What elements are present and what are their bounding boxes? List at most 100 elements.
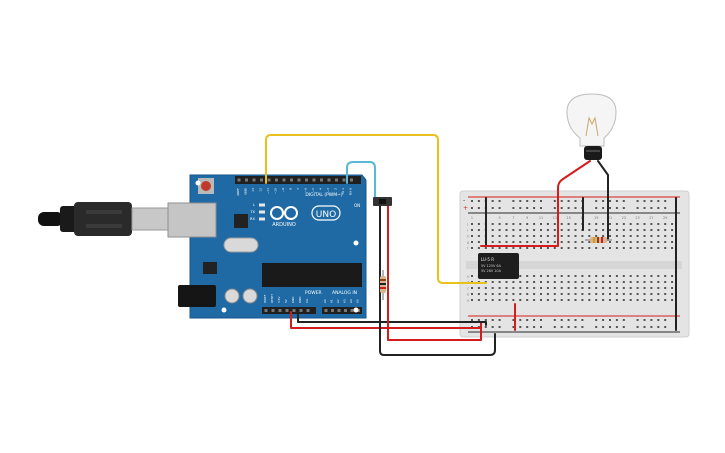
breadboard-hole[interactable]: [629, 293, 632, 295]
breadboard-hole[interactable]: [471, 229, 473, 231]
header-pin[interactable]: [357, 309, 360, 312]
breadboard-hole[interactable]: [540, 200, 542, 202]
breadboard-hole[interactable]: [602, 229, 605, 231]
breadboard-hole[interactable]: [512, 326, 515, 328]
breadboard-hole[interactable]: [560, 207, 563, 209]
breadboard-hole[interactable]: [671, 287, 674, 289]
breadboard-hole[interactable]: [477, 207, 480, 209]
reset-button[interactable]: [201, 181, 211, 191]
breadboard-hole[interactable]: [519, 247, 522, 249]
breadboard-hole[interactable]: [629, 275, 632, 277]
usb-cable[interactable]: [38, 202, 169, 236]
header-pin[interactable]: [350, 178, 353, 182]
breadboard-hole[interactable]: [609, 319, 611, 321]
breadboard-hole[interactable]: [498, 281, 501, 283]
breadboard-hole[interactable]: [477, 293, 480, 295]
breadboard-hole[interactable]: [643, 241, 646, 243]
breadboard-hole[interactable]: [512, 293, 515, 295]
breadboard-hole[interactable]: [602, 200, 605, 202]
breadboard-hole[interactable]: [526, 319, 529, 321]
breadboard-hole[interactable]: [636, 235, 639, 237]
breadboard-hole[interactable]: [471, 223, 473, 225]
breadboard-hole[interactable]: [526, 247, 529, 249]
breadboard-hole[interactable]: [526, 299, 529, 301]
breadboard-hole[interactable]: [519, 200, 522, 202]
breadboard-hole[interactable]: [477, 299, 480, 301]
breadboard-hole[interactable]: [588, 241, 591, 243]
breadboard-hole[interactable]: [519, 229, 522, 231]
breadboard-hole[interactable]: [540, 287, 542, 289]
breadboard-hole[interactable]: [553, 281, 556, 283]
breadboard-hole[interactable]: [574, 281, 577, 283]
breadboard-hole[interactable]: [567, 223, 570, 225]
header-pin[interactable]: [275, 178, 278, 182]
breadboard-hole[interactable]: [512, 319, 515, 321]
breadboard-hole[interactable]: [540, 281, 542, 283]
breadboard-hole[interactable]: [471, 207, 473, 209]
breadboard-hole[interactable]: [615, 223, 618, 225]
breadboard-hole[interactable]: [491, 207, 494, 209]
breadboard-hole[interactable]: [595, 275, 598, 277]
breadboard-hole[interactable]: [526, 200, 529, 202]
breadboard-hole[interactable]: [657, 241, 660, 243]
breadboard-hole[interactable]: [533, 223, 536, 225]
header-pin[interactable]: [267, 178, 271, 182]
breadboard-hole[interactable]: [622, 293, 625, 295]
header-pin[interactable]: [264, 309, 268, 312]
header-pin[interactable]: [237, 178, 241, 182]
breadboard-hole[interactable]: [498, 200, 501, 202]
breadboard-hole[interactable]: [657, 299, 660, 301]
breadboard-hole[interactable]: [629, 229, 632, 231]
breadboard-hole[interactable]: [671, 247, 674, 249]
breadboard-hole[interactable]: [471, 275, 473, 277]
breadboard-hole[interactable]: [609, 207, 611, 209]
breadboard-hole[interactable]: [602, 299, 605, 301]
breadboard-hole[interactable]: [609, 241, 611, 243]
breadboard-hole[interactable]: [484, 287, 487, 289]
breadboard-hole[interactable]: [581, 247, 584, 249]
breadboard-hole[interactable]: [512, 281, 515, 283]
breadboard-hole[interactable]: [602, 207, 605, 209]
breadboard-hole[interactable]: [643, 287, 646, 289]
breadboard-hole[interactable]: [650, 229, 653, 231]
breadboard-hole[interactable]: [505, 223, 508, 225]
breadboard-hole[interactable]: [477, 287, 480, 289]
header-pin[interactable]: [320, 178, 323, 182]
header-pin[interactable]: [245, 178, 248, 182]
breadboard-hole[interactable]: [657, 275, 660, 277]
breadboard-hole[interactable]: [533, 275, 536, 277]
breadboard-hole[interactable]: [567, 319, 570, 321]
breadboard-hole[interactable]: [540, 223, 542, 225]
breadboard-hole[interactable]: [471, 241, 473, 243]
breadboard-hole[interactable]: [498, 319, 501, 321]
breadboard-hole[interactable]: [609, 299, 611, 301]
breadboard-hole[interactable]: [622, 207, 625, 209]
breadboard-hole[interactable]: [574, 275, 577, 277]
breadboard-hole[interactable]: [560, 319, 563, 321]
breadboard-hole[interactable]: [643, 275, 646, 277]
breadboard-hole[interactable]: [595, 229, 598, 231]
breadboard-hole[interactable]: [581, 287, 584, 289]
breadboard-hole[interactable]: [664, 247, 667, 249]
breadboard-hole[interactable]: [636, 207, 639, 209]
breadboard-hole[interactable]: [574, 223, 577, 225]
breadboard-hole[interactable]: [609, 275, 611, 277]
breadboard-hole[interactable]: [553, 235, 556, 237]
breadboard-hole[interactable]: [609, 293, 611, 295]
breadboard-hole[interactable]: [526, 275, 529, 277]
breadboard-hole[interactable]: [664, 281, 667, 283]
breadboard-hole[interactable]: [650, 275, 653, 277]
header-pin[interactable]: [252, 178, 256, 182]
breadboard-hole[interactable]: [609, 247, 611, 249]
breadboard-hole[interactable]: [636, 247, 639, 249]
breadboard-hole[interactable]: [498, 247, 501, 249]
breadboard-hole[interactable]: [553, 247, 556, 249]
breadboard-hole[interactable]: [491, 299, 494, 301]
breadboard-hole[interactable]: [505, 287, 508, 289]
breadboard-hole[interactable]: [650, 299, 653, 301]
breadboard-hole[interactable]: [636, 275, 639, 277]
cyan-wire[interactable]: [346, 161, 383, 202]
breadboard-hole[interactable]: [664, 287, 667, 289]
breadboard-hole[interactable]: [512, 299, 515, 301]
breadboard-hole[interactable]: [664, 207, 667, 209]
